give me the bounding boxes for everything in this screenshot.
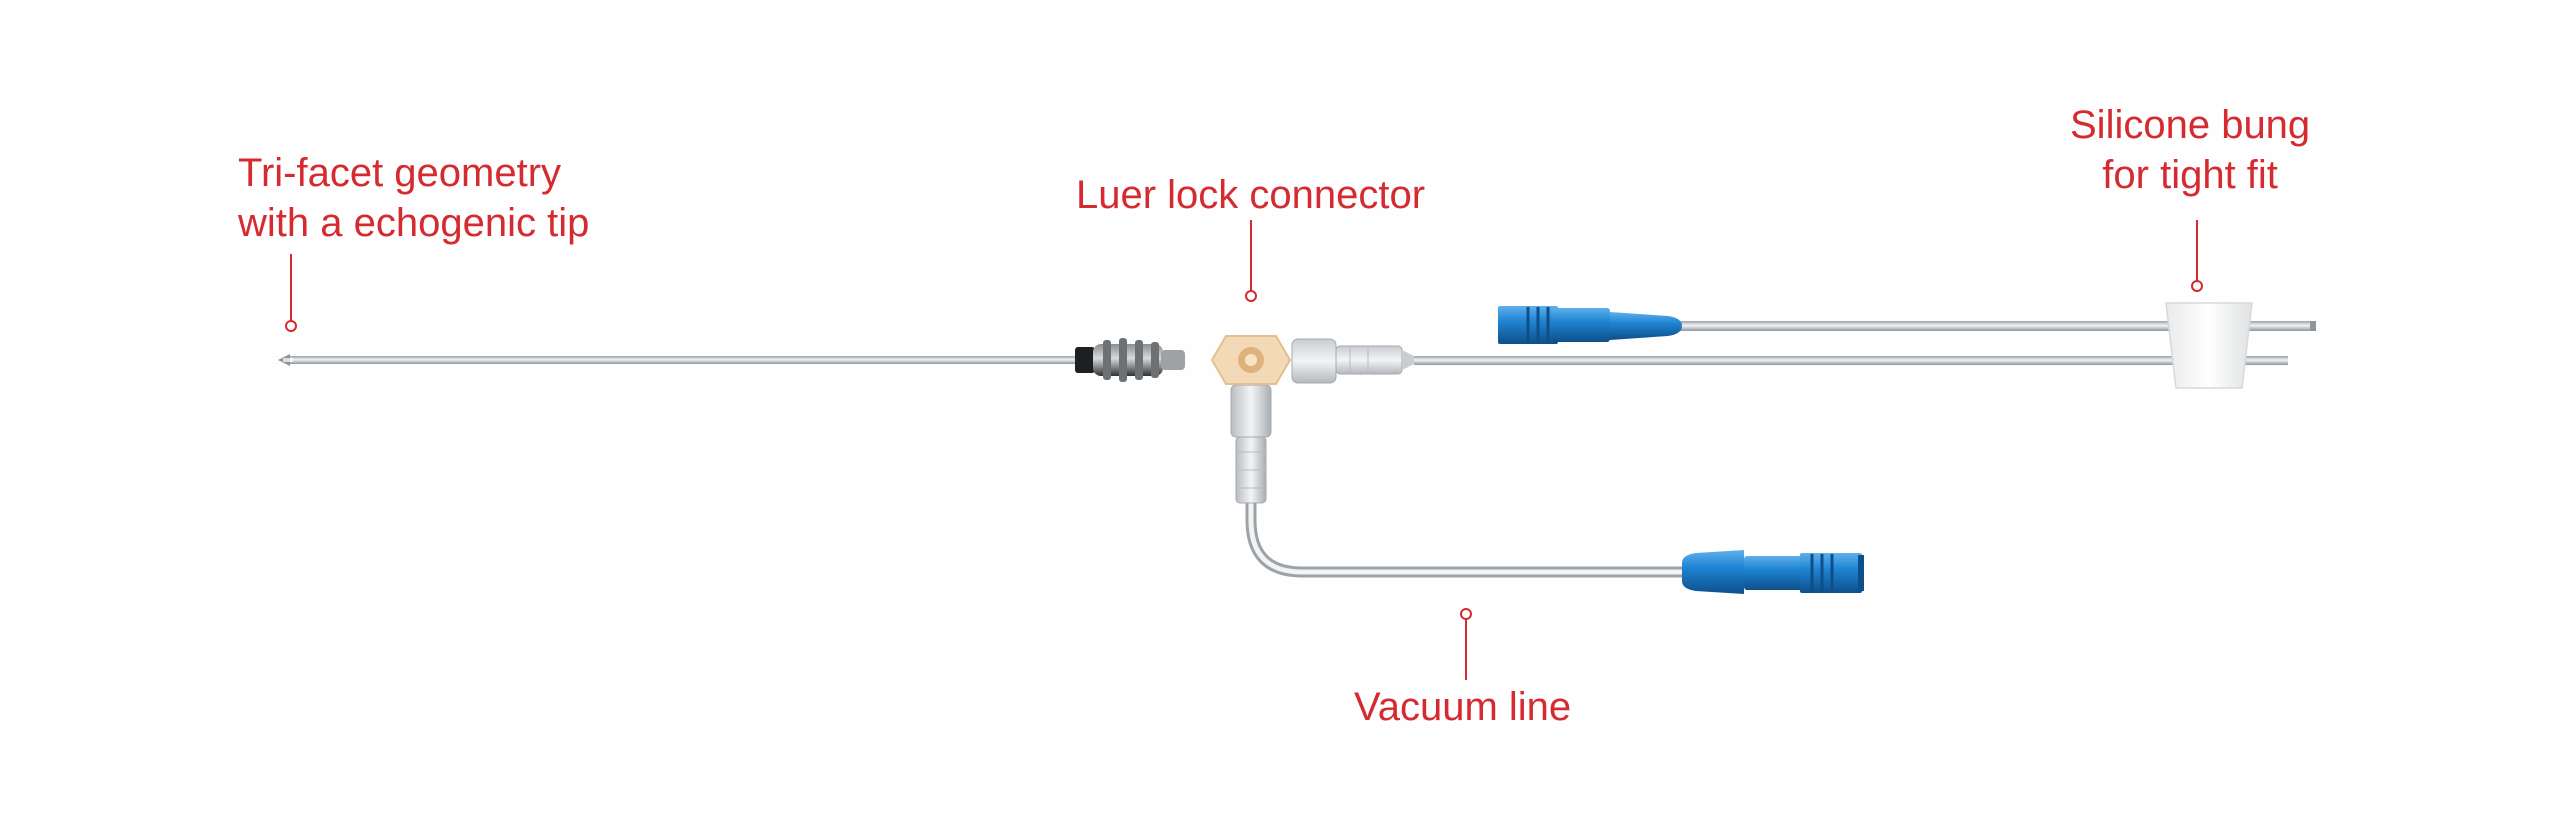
callout-tip-line2: with a echogenic tip (238, 201, 590, 245)
lower-tube (1414, 356, 2288, 365)
upper-tube (1680, 321, 2316, 331)
vacuum-blue-connector (1682, 550, 1864, 594)
upper-blue-connector (1498, 306, 1682, 344)
threaded-hub (1075, 338, 1185, 382)
callout-vacuum-label: Vacuum line (1354, 682, 1571, 732)
bung-leader (2191, 220, 2203, 292)
luer-leader (1245, 220, 1257, 302)
callout-bung-line1: Silicone bung (2070, 103, 2311, 147)
vertical-connector (1230, 384, 1272, 504)
side-connector (1291, 338, 1414, 384)
needle-shaft (278, 354, 1080, 366)
callout-vacuum-text: Vacuum line (1354, 685, 1572, 729)
tip-leader (285, 254, 297, 332)
callout-bung-line2: for tight fit (2102, 153, 2278, 197)
vacuum-leader (1460, 608, 1472, 680)
callout-luer-text: Luer lock connector (1076, 173, 1426, 217)
callout-tip-line1: Tri-facet geometry (238, 151, 562, 195)
callout-bung-label: Silicone bung for tight fit (2070, 100, 2310, 200)
luer-lock-body (1210, 335, 1292, 385)
callout-tip-label: Tri-facet geometry with a echogenic tip (238, 148, 589, 248)
vacuum-tube (1245, 464, 1696, 578)
silicone-bung (2165, 302, 2253, 389)
callout-luer-label: Luer lock connector (1076, 170, 1425, 220)
